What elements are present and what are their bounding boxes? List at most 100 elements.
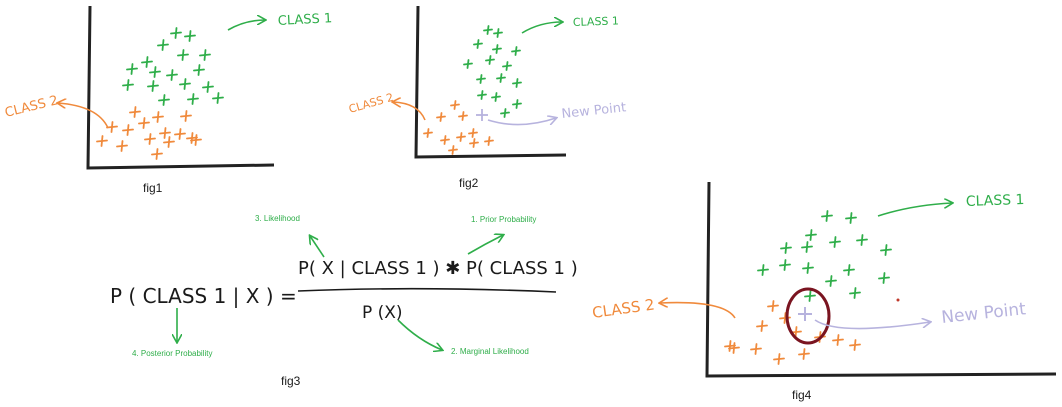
class1-point	[829, 236, 841, 248]
class1-point	[122, 79, 134, 91]
formula-lhs: P ( CLASS 1 | X ) =	[110, 284, 297, 308]
class2-point	[151, 148, 163, 160]
fig4-new-point-label: New Point	[940, 299, 1027, 328]
class1-point	[511, 46, 521, 56]
class1-point	[463, 59, 473, 69]
class1-point	[177, 49, 189, 61]
class2-point	[773, 353, 785, 365]
likelihood-arrow	[310, 236, 325, 258]
fig1: CLASS 1 CLASS 2 fig1	[3, 5, 333, 195]
class1-point	[193, 64, 205, 76]
class2-point	[448, 145, 458, 155]
marginal-arrow	[397, 319, 442, 350]
fig2-caption: fig2	[459, 176, 479, 190]
class2-point	[832, 334, 844, 346]
class1-point	[483, 25, 493, 35]
class1-point	[493, 28, 503, 38]
class1-point	[880, 244, 892, 256]
class2-point	[436, 112, 446, 122]
fig2-class1-points	[463, 25, 522, 118]
fig2-class2-arrow	[393, 102, 426, 121]
class1-point	[502, 61, 512, 71]
class1-point	[170, 27, 182, 39]
fig1-class1-label: CLASS 1	[277, 11, 332, 29]
class1-point	[158, 94, 170, 106]
class1-point	[187, 93, 199, 105]
fig2: CLASS 1 CLASS 2 New Point fig2	[347, 5, 627, 190]
class2-point	[159, 127, 171, 139]
class1-point	[492, 44, 502, 54]
fig4-class1-label: CLASS 1	[966, 192, 1025, 210]
class1-point	[212, 92, 224, 104]
class1-point	[179, 78, 191, 90]
fig2-class2-points	[423, 100, 494, 155]
fig4-new-point	[798, 307, 812, 321]
class1-point	[804, 290, 816, 302]
class2-point	[180, 110, 192, 122]
class2-point	[450, 100, 460, 110]
fig2-new-point-arrow	[487, 118, 556, 126]
fig1-class1-points	[122, 27, 224, 106]
fig3-caption: fig3	[281, 374, 301, 388]
class2-point	[129, 106, 141, 118]
class1-point	[780, 242, 792, 254]
class1-point	[849, 287, 861, 299]
class2-point	[440, 135, 450, 145]
class1-point	[512, 99, 522, 109]
class2-point	[96, 135, 108, 147]
class1-point	[496, 73, 506, 83]
class1-point	[184, 30, 196, 42]
class2-point	[116, 140, 128, 152]
class2-point	[138, 117, 150, 129]
class1-point	[141, 56, 153, 68]
class1-point	[199, 49, 211, 61]
class1-point	[757, 264, 769, 276]
class1-point	[512, 78, 522, 88]
class1-point	[801, 241, 813, 253]
class2-point	[163, 136, 175, 148]
class1-point	[845, 212, 857, 224]
formula-numerator: P( X | CLASS 1 ) ✱ P( CLASS 1 )	[298, 258, 578, 279]
fig1-class2-label: CLASS 2	[3, 93, 59, 121]
fig1-class2-points	[96, 106, 202, 160]
class2-point	[767, 300, 779, 312]
class2-point	[468, 128, 478, 138]
fig4-new-point-arrow	[814, 320, 930, 330]
class2-point	[106, 121, 118, 133]
class2-point	[469, 138, 479, 148]
formula-denominator: P (X)	[362, 303, 403, 323]
class2-point	[152, 111, 164, 123]
prior-arrow	[467, 235, 503, 255]
fig4-class1-arrow	[877, 203, 952, 217]
fig2-new-point	[476, 109, 488, 121]
class1-point	[491, 92, 501, 102]
class2-point	[756, 320, 768, 332]
class1-point	[157, 39, 169, 51]
fig2-new-point-label: New Point	[561, 100, 627, 122]
class2-point	[174, 128, 186, 140]
class1-point	[147, 80, 159, 92]
class2-point	[484, 136, 494, 146]
fig4: CLASS 1 CLASS 2 New Point fig4	[591, 181, 1057, 402]
fig2-axes	[414, 5, 567, 159]
fig2-class1-label: CLASS 1	[573, 14, 619, 29]
fig4-neighbourhood-circle	[785, 287, 831, 345]
fraction-line	[297, 287, 557, 293]
class2-point	[849, 339, 861, 351]
fig1-class1-arrow	[227, 20, 265, 31]
class1-point	[126, 63, 138, 75]
stray-dot	[896, 298, 900, 302]
class1-point	[856, 234, 868, 246]
class2-point	[798, 348, 810, 360]
class1-point	[843, 264, 855, 276]
class1-point	[477, 90, 487, 100]
class2-point	[423, 128, 433, 138]
class1-point	[202, 81, 214, 93]
class2-point	[144, 133, 156, 145]
fig1-axes	[86, 5, 275, 170]
class1-point	[149, 66, 161, 78]
class2-point	[122, 124, 134, 136]
fig4-caption: fig4	[792, 388, 812, 402]
label-posterior: 4. Posterior Probability	[132, 349, 212, 358]
